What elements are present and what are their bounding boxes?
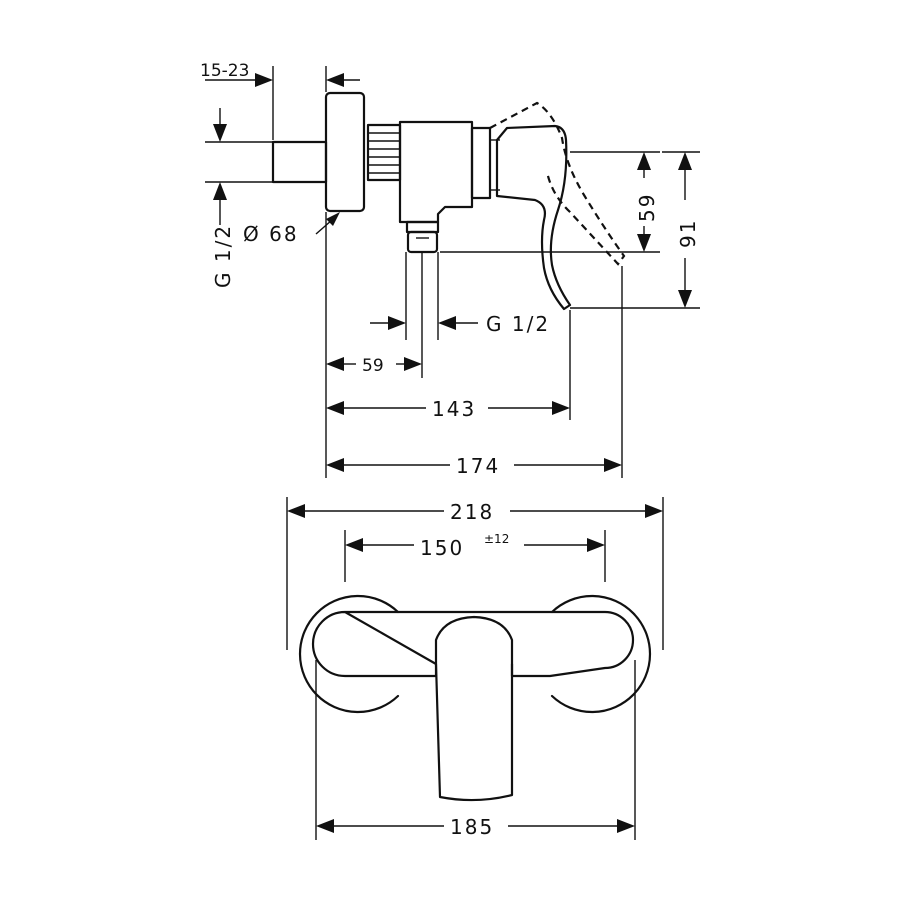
dim-offset: 15-23 — [200, 61, 360, 140]
left-rosette — [298, 594, 400, 714]
dim-diameter-label: Ø 68 — [243, 222, 299, 246]
wall-flange — [324, 91, 366, 213]
dim-height-59-label: 59 — [635, 193, 659, 222]
dim-width-218: 218 — [287, 500, 663, 524]
dim-outlet-thread: G 1/2 — [370, 252, 550, 340]
dim-height-91-label: 91 — [676, 219, 700, 248]
dim-centers-tolerance: ±12 — [484, 532, 509, 546]
dim-depth-143: 143 — [326, 397, 570, 421]
dim-inlet-thread-label: G 1/2 — [211, 224, 235, 288]
dim-outlet-thread-label: G 1/2 — [486, 312, 550, 336]
dim-width-185-label: 185 — [450, 815, 494, 839]
dim-centers-150: 150 ±12 — [345, 532, 605, 560]
dim-width-218-label: 218 — [450, 500, 494, 524]
dim-inlet-thread: G 1/2 — [205, 108, 273, 288]
inlet-pipe — [271, 140, 328, 184]
outlet-thread — [406, 230, 439, 254]
dim-depth-174-label: 174 — [456, 454, 500, 478]
dim-diameter: Ø 68 — [243, 212, 340, 246]
mixer-body-front — [311, 610, 635, 678]
dim-depth-59: 59 — [326, 356, 422, 376]
dim-depth-174: 174 — [326, 454, 622, 478]
lever-handle-open — [489, 101, 626, 266]
dim-depth-143-label: 143 — [432, 397, 476, 421]
dim-height-59: 59 — [440, 151, 660, 253]
lever-handle — [495, 124, 572, 311]
dim-height-91: 91 — [570, 151, 700, 309]
lever-handle-front — [434, 615, 514, 802]
mixer-body — [398, 120, 474, 224]
dim-centers-150-label: 150 — [420, 536, 464, 560]
cartridge-collar — [470, 126, 492, 200]
front-view: 218 150 ±12 185 — [286, 497, 664, 840]
outlet-nozzle — [405, 220, 440, 234]
right-rosette — [550, 594, 652, 714]
side-view: 15-23 G 1/2 Ø 68 59 — [200, 61, 700, 478]
dim-depth-59-label: 59 — [362, 356, 384, 376]
dim-offset-label: 15-23 — [200, 61, 249, 81]
dim-width-185: 185 — [316, 815, 635, 839]
